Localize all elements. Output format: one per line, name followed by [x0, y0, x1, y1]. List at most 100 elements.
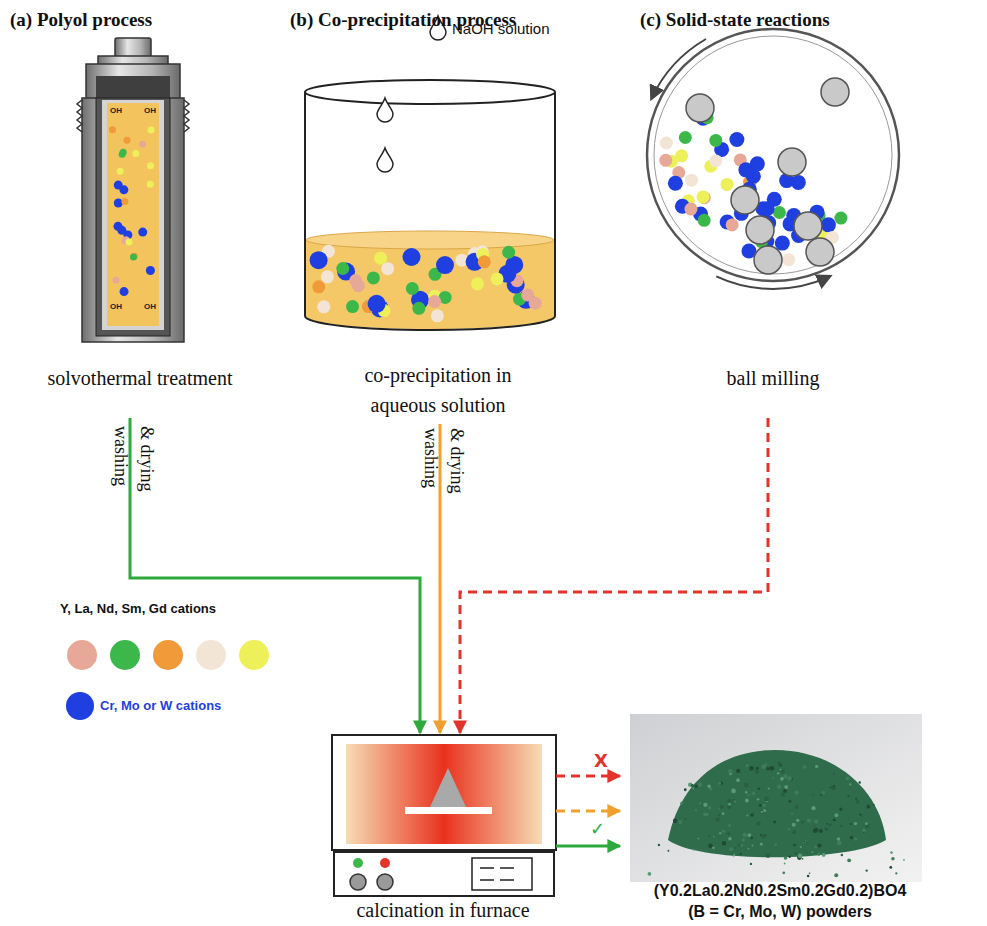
powder-granule — [847, 795, 849, 797]
cation-particle — [529, 297, 542, 310]
cation-particle — [709, 134, 722, 147]
powder-granule — [743, 833, 747, 837]
hydroxyl-label: OH — [144, 106, 156, 116]
powder-granule — [742, 838, 745, 841]
step-caption: calcination in furnace — [330, 898, 556, 922]
powder-granule — [822, 853, 826, 857]
powder-granule — [749, 766, 754, 771]
furnace-box: calcination in furnace — [330, 733, 556, 925]
powder-granule — [784, 863, 786, 865]
powder-granule — [752, 792, 756, 796]
powder-granule — [807, 818, 811, 822]
powder-granule — [849, 783, 851, 785]
powder-granule — [757, 798, 759, 800]
powder-granule — [822, 791, 825, 794]
powder-granule — [747, 815, 749, 817]
cation-particle — [114, 199, 123, 208]
powder-granule — [846, 776, 850, 780]
powder-granule — [761, 811, 763, 813]
autoclave-illustration — [77, 38, 189, 342]
powder-granule — [761, 765, 765, 769]
powder-granule — [777, 772, 779, 774]
powder-granule — [756, 767, 759, 770]
legend-cation-circles-part — [67, 640, 97, 670]
cation-particle — [709, 154, 722, 167]
powder-granule — [733, 800, 736, 803]
cation-particle — [120, 287, 129, 296]
powder-granule — [768, 787, 770, 789]
beaker-illustration-part — [377, 148, 393, 172]
cation-particle — [403, 248, 421, 266]
cation-particle — [310, 251, 328, 269]
process-panel: (b) Co-precipitation processco-precipita… — [288, 6, 588, 424]
powder-granule — [731, 789, 736, 794]
beaker-illustration-part — [305, 80, 555, 104]
powder-granule — [750, 837, 753, 840]
powder-granule — [718, 814, 721, 817]
hydroxyl-label: OH — [110, 106, 122, 116]
powder-granule — [722, 841, 726, 845]
process-arrow — [130, 418, 420, 733]
legend-swatch-frame — [65, 691, 95, 721]
cation-particle — [698, 214, 711, 227]
powder-granule — [820, 794, 822, 796]
powder-granule — [795, 852, 798, 855]
powder-granule — [812, 794, 814, 796]
powder-granule — [788, 828, 791, 831]
powder-granule — [802, 858, 804, 860]
powder-granule — [708, 843, 713, 848]
cation-particle — [675, 149, 688, 162]
cation-particle — [346, 300, 359, 313]
cation-particle — [117, 226, 126, 235]
product-formula: (Y0.2La0.2Nd0.2Sm0.2Gd0.2)BO4 (B = Cr, M… — [648, 880, 912, 922]
beaker-illustration-part — [305, 92, 555, 330]
powder-granule — [736, 778, 740, 782]
powder-granule — [766, 767, 770, 771]
cation-particle — [349, 274, 362, 287]
powder-granule — [803, 840, 807, 844]
powder-granule — [783, 789, 787, 793]
cation-particle — [368, 295, 386, 313]
edge-label: X — [594, 750, 608, 772]
process-panel: (a) Polyol processsolvothermal treatment — [8, 6, 284, 418]
cation-particle — [121, 198, 128, 205]
beaker-illustration-part — [306, 231, 554, 249]
powder-granule — [833, 819, 836, 822]
powder-granule — [741, 844, 744, 847]
powder-granule — [678, 820, 682, 824]
hydroxyl-label: OH — [144, 302, 156, 312]
milling-ball-part — [686, 94, 714, 122]
cation-particle — [147, 162, 154, 169]
powder-granule — [813, 825, 815, 827]
powder-photo — [630, 714, 922, 882]
cation-particle — [132, 150, 139, 157]
cation-particle — [782, 253, 795, 266]
powder-granule — [713, 836, 715, 838]
powder-granule — [867, 805, 871, 809]
milling-ball-part — [754, 246, 782, 274]
powder-granule — [695, 809, 697, 811]
process-arrow — [556, 810, 620, 813]
powder-granule — [732, 799, 737, 804]
cation-particle — [117, 168, 124, 175]
powder-granule — [792, 823, 796, 827]
cation-particle — [310, 245, 542, 323]
powder-granule — [784, 785, 788, 789]
powder-granule — [722, 812, 725, 815]
powder-granule — [731, 853, 733, 855]
cation-particle — [478, 255, 491, 268]
cation-particle — [696, 190, 709, 203]
powder-granule — [817, 853, 820, 856]
legend-swatch — [66, 692, 94, 720]
cation-particle — [412, 302, 425, 315]
powder-granule — [841, 854, 843, 856]
powder-granule — [891, 857, 894, 860]
powder-granule — [795, 805, 799, 809]
powder-granule — [648, 761, 905, 877]
autoclave-illustration-part — [96, 98, 170, 336]
powder-granule — [648, 872, 652, 876]
cation-particle — [491, 272, 504, 285]
cation-particle — [659, 154, 672, 167]
powder-granule — [750, 813, 754, 817]
